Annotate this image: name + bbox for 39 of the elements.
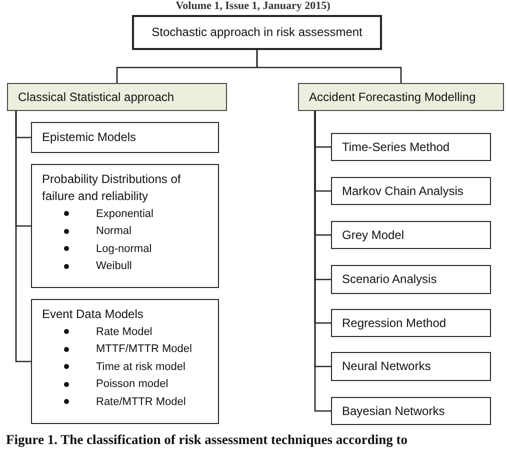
node-label: Epistemic Models	[42, 129, 138, 146]
node-label: Grey Model	[342, 226, 406, 244]
category-box	[298, 83, 504, 111]
node-label: Accident Forecasting Modelling	[309, 88, 477, 106]
list-item: Normal	[96, 225, 132, 238]
node-label: Probability Distributions of failure and reliability	[42, 171, 182, 205]
node-label: Stochastic approach in risk assessment	[152, 24, 362, 41]
figure-caption: Figure 1. The classification of risk assessment techniques according to	[6, 432, 408, 448]
method-box	[331, 221, 491, 249]
method-box	[31, 299, 219, 424]
node-label: Bayesian Networks	[342, 402, 446, 420]
node-label: Regression Method	[342, 314, 448, 332]
node-label: Markov Chain Analysis	[342, 182, 464, 200]
list-item: Log-normal	[96, 242, 152, 255]
list-item: Weibull	[96, 260, 132, 272]
root-box	[132, 15, 382, 50]
node-label: Event Data Models	[42, 306, 144, 323]
connector-line	[15, 111, 31, 362]
header-text: Volume 1, Issue 1, January 2015)	[174, 0, 332, 13]
method-box	[331, 309, 491, 337]
connector-line	[256, 50, 402, 83]
method-box	[31, 164, 219, 288]
method-box	[331, 133, 491, 161]
node-label: Scenario Analysis	[342, 271, 438, 288]
node-label: Neural Networks	[342, 358, 432, 375]
method-box	[331, 265, 491, 294]
method-box	[31, 122, 219, 153]
list-item: MTTF/MTTR Model	[96, 343, 192, 356]
node-label: Classical Statistical approach	[18, 88, 176, 106]
method-box	[331, 352, 491, 381]
list-item: Exponential	[96, 208, 154, 220]
method-box	[331, 397, 491, 425]
list-item: Poisson model	[96, 378, 168, 390]
method-box	[331, 177, 491, 205]
list-item: Rate Model	[96, 326, 152, 338]
list-item: Rate/MTTR Model	[96, 396, 186, 408]
node-label: Time-Series Method	[342, 138, 451, 156]
list-item: Time at risk model	[96, 360, 186, 373]
category-box	[7, 83, 227, 111]
